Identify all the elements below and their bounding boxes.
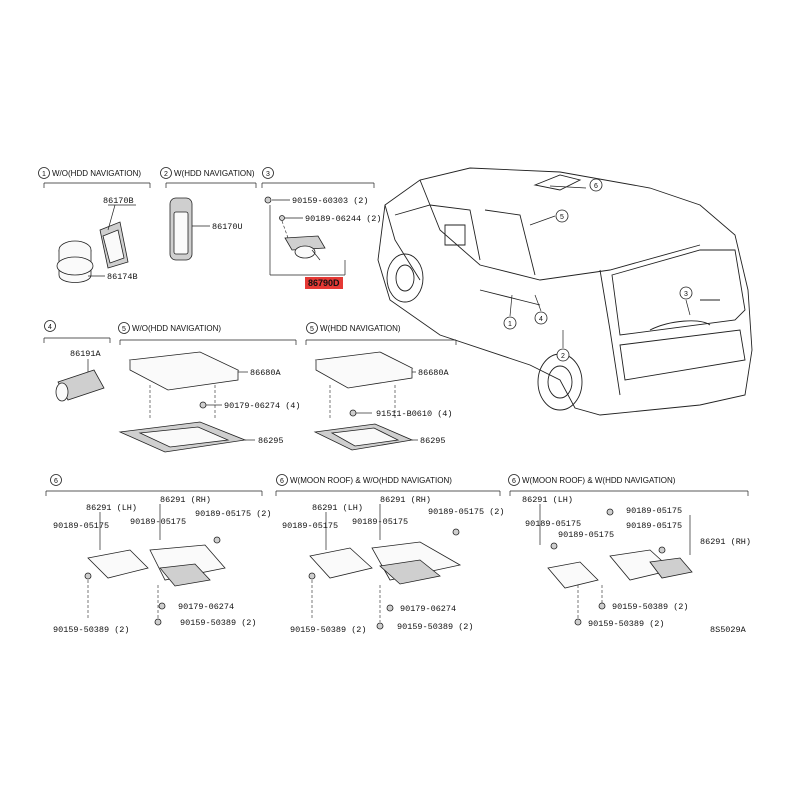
section-title: W(HDD NAVIGATION)	[320, 324, 401, 333]
part-number-highlighted: 86790D	[308, 278, 340, 288]
section-number: 2	[164, 171, 168, 178]
part-number: 86680A	[418, 368, 450, 378]
section-title: W/O(HDD NAVIGATION)	[132, 324, 221, 333]
callout-number: 5	[560, 214, 564, 221]
bracket-lh-part	[87, 549, 149, 579]
part-number: 90189-05175	[525, 519, 581, 529]
part-number: 91511-B0610 (4)	[376, 409, 453, 419]
part-number: 86170B	[103, 196, 134, 206]
vehicle-callout-6: 6	[549, 178, 603, 192]
part-number: 86291 (LH)	[522, 495, 573, 505]
callout-number: 4	[539, 316, 543, 323]
vehicle-callout-4: 4	[534, 294, 548, 325]
part-number: 90189-05175 (2)	[428, 507, 505, 517]
part-number: 90189-05175	[282, 521, 338, 531]
part-number: 90189-05175	[53, 521, 109, 531]
part-number: 90159-50389 (2)	[397, 622, 474, 632]
section-6-b: 6 W(MOON ROOF) & W/O(HDD NAVIGATION) 862…	[275, 474, 505, 635]
vehicle-illustration: 6 5 3 4 1 2	[377, 167, 753, 416]
part-number: 86291 (RH)	[700, 537, 751, 547]
section-6-a: 6 86291 (LH) 86291 (RH) 90189-05175 9018…	[45, 474, 272, 635]
vehicle-callout-3: 3	[679, 286, 693, 316]
section-number: 6	[512, 478, 516, 485]
section-5-without-hdd: 5 W/O(HDD NAVIGATION) 86680A 90179-06274…	[118, 322, 301, 453]
section-title: W(MOON ROOF) & W/O(HDD NAVIGATION)	[290, 476, 452, 485]
room-lamp-part	[284, 235, 326, 251]
part-number: 86295	[420, 436, 446, 446]
part-number: 86174B	[107, 272, 138, 282]
part-number: 90179-06274 (4)	[224, 401, 301, 411]
part-number: 86291 (LH)	[86, 503, 137, 513]
section-1: 1 W/O(HDD NAVIGATION) 86170B 86174B	[38, 167, 151, 283]
section-title: W/O(HDD NAVIGATION)	[52, 169, 141, 178]
bracket-lh-part	[309, 547, 373, 579]
part-number: 90189-05175 (2)	[195, 509, 272, 519]
vehicle-callout-5: 5	[529, 209, 569, 226]
vehicle-callout-2: 2	[556, 330, 570, 362]
section-6-c: 6 W(MOON ROOF) & W(HDD NAVIGATION) 86291…	[508, 474, 751, 629]
part-number: 90189-05175	[130, 517, 186, 527]
part-number: 90189-05175	[626, 521, 682, 531]
part-number: 90159-50389 (2)	[53, 625, 130, 635]
section-title: W(HDD NAVIGATION)	[174, 169, 255, 178]
section-title: W(MOON ROOF) & W(HDD NAVIGATION)	[522, 476, 676, 485]
diagram-code: 8S5029A	[710, 625, 747, 635]
section-number: 4	[48, 324, 52, 331]
highlighted-part-label	[305, 277, 343, 289]
section-number: 6	[54, 478, 58, 485]
part-number: 86291 (RH)	[380, 495, 431, 505]
section-number: 5	[122, 326, 126, 333]
part-number: 90179-06274	[400, 604, 456, 614]
bracket-lh-part	[547, 561, 599, 589]
part-number: 90189-06244 (2)	[305, 214, 382, 224]
part-number: 90159-50389 (2)	[588, 619, 665, 629]
part-number: 86170U	[212, 222, 243, 232]
part-number: 90159-50389 (2)	[180, 618, 257, 628]
section-4: 4 86191A	[43, 320, 111, 402]
section-3: 3 90159-60303 (2) 90189-06244 (2) 86790D	[261, 167, 382, 289]
part-number: 86295	[258, 436, 284, 446]
section-2: 2 W(HDD NAVIGATION) 86170U	[160, 167, 257, 261]
part-number: 90159-60303 (2)	[292, 196, 369, 206]
part-number: 86191A	[70, 349, 102, 359]
section-number: 5	[310, 326, 314, 333]
part-number: 90189-05175	[626, 506, 682, 516]
vehicle-callout-1: 1	[503, 294, 517, 330]
part-number: 86291 (RH)	[160, 495, 211, 505]
section-5-with-hdd: 5 W(HDD NAVIGATION) 86680A 91511-B0610 (…	[305, 322, 457, 451]
callout-number: 6	[594, 183, 598, 190]
callout-number: 1	[508, 321, 512, 328]
section-number: 6	[280, 478, 284, 485]
part-number: 90159-50389 (2)	[612, 602, 689, 612]
section-number: 3	[266, 171, 270, 178]
part-number: 90189-05175	[558, 530, 614, 540]
section-number: 1	[42, 171, 46, 178]
callout-number: 3	[684, 291, 688, 298]
part-number: 86291 (LH)	[312, 503, 363, 513]
callout-number: 2	[561, 353, 565, 360]
part-number: 86680A	[250, 368, 282, 378]
part-number: 90159-50389 (2)	[290, 625, 367, 635]
part-number: 90179-06274	[178, 602, 234, 612]
